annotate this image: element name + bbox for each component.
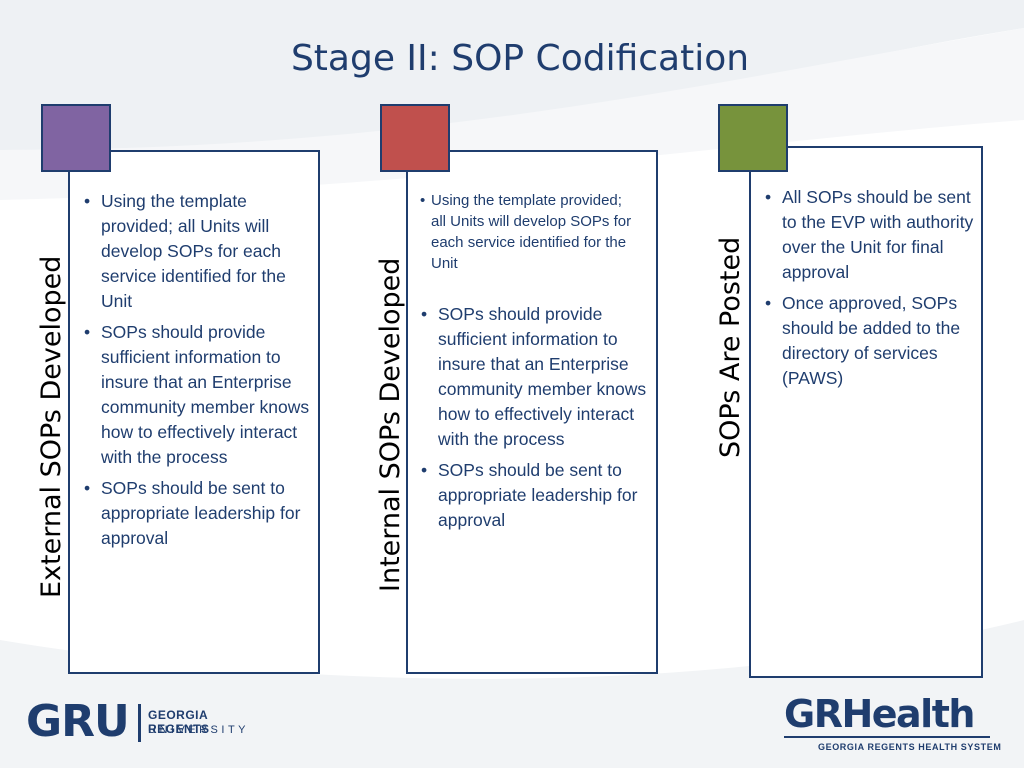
bullet-item: Using the template provided; all Units w…	[84, 189, 312, 314]
bullet-item: Once approved, SOPs should be added to t…	[765, 291, 975, 391]
column-label: Internal SOPs Developed	[375, 257, 406, 592]
grhealth-logo: GRHealth GEORGIA REGENTS HEALTH SYSTEM	[782, 692, 1001, 756]
bullet-item: SOPs should be sent to appropriate leade…	[421, 458, 647, 533]
gru-logo: GRU GEORGIA REGENTS UNIVERSITY	[26, 698, 266, 748]
grhealth-logo-subtitle: GEORGIA REGENTS HEALTH SYSTEM	[818, 742, 1002, 752]
color-swatch-green	[718, 104, 788, 172]
bullet-list-small: Using the template provided; all Units w…	[420, 190, 638, 280]
gru-logo-name-line1: GEORGIA REGENTS	[148, 708, 210, 736]
bullet-item: SOPs should provide sufficient informati…	[421, 302, 647, 452]
bullet-item: SOPs should be sent to appropriate leade…	[84, 476, 312, 551]
column-label: SOPs Are Posted	[715, 236, 746, 458]
slide-title: Stage II: SOP Codification	[290, 38, 750, 79]
color-swatch-red	[380, 104, 450, 172]
bullet-item: All SOPs should be sent to the EVP with …	[765, 185, 975, 285]
gru-logo-mark: GRU	[26, 696, 130, 747]
column-label: External SOPs Developed	[36, 255, 67, 598]
logo-rule	[784, 736, 990, 738]
gru-logo-name-line2: UNIVERSITY	[148, 724, 250, 736]
logo-divider	[138, 704, 141, 742]
bullet-list: All SOPs should be sent to the EVP with …	[765, 185, 975, 397]
bullet-item: SOPs should provide sufficient informati…	[84, 320, 312, 470]
grhealth-logo-mark: GRHealth	[784, 692, 975, 736]
color-swatch-purple	[41, 104, 111, 172]
bullet-list: Using the template provided; all Units w…	[84, 189, 312, 557]
bullet-item: Using the template provided; all Units w…	[420, 190, 638, 274]
bullet-list: SOPs should provide sufficient informati…	[421, 302, 647, 539]
